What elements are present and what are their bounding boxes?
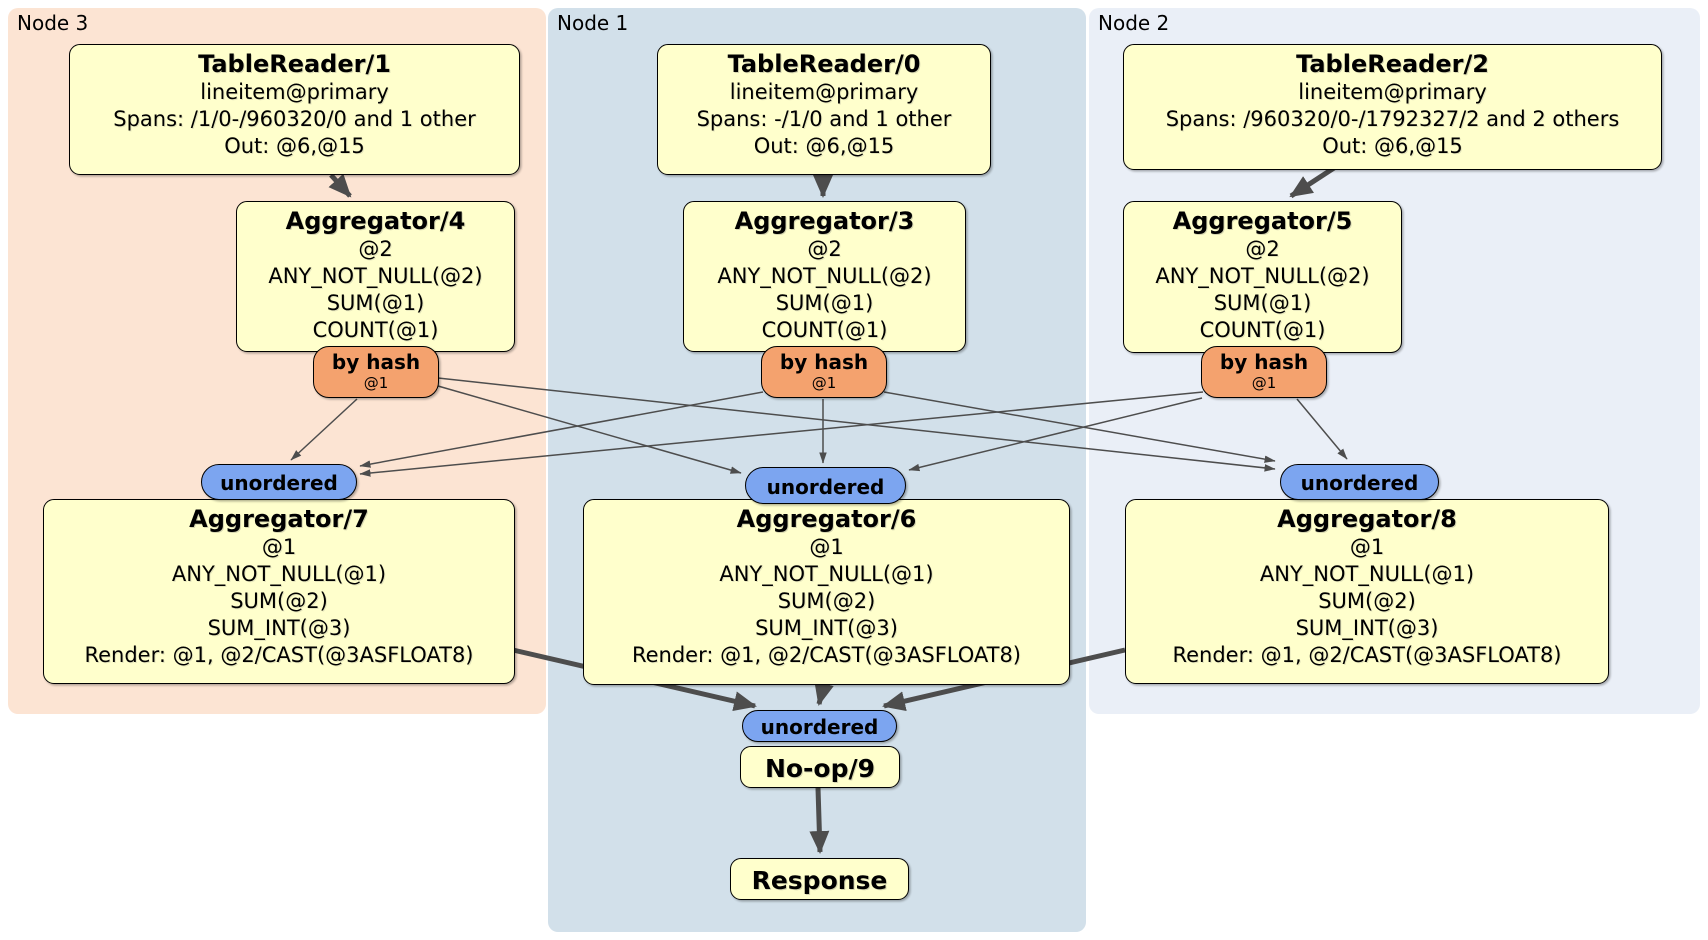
processor-title: Aggregator/7 bbox=[189, 505, 369, 533]
processor-line: Render: @1, @2/CAST(@3ASFLOAT8) bbox=[1172, 643, 1562, 667]
edge-noop-response bbox=[809, 787, 830, 854]
processor-title: Aggregator/8 bbox=[1277, 505, 1457, 533]
sync-unordered-agg6: unordered bbox=[745, 467, 906, 504]
edge-agg6-un9 bbox=[814, 681, 834, 706]
sync-unordered-agg7: unordered bbox=[201, 464, 357, 500]
processor-line: COUNT(@1) bbox=[1199, 318, 1326, 342]
processor-aggregator-7: Aggregator/7 @1 ANY_NOT_NULL(@1) SUM(@2)… bbox=[43, 499, 515, 684]
processor-line: SUM(@1) bbox=[1213, 291, 1312, 315]
processor-line: COUNT(@1) bbox=[312, 318, 439, 342]
processor-line: @2 bbox=[358, 237, 393, 261]
processor-title: TableReader/0 bbox=[727, 50, 921, 78]
edge-tr1-agg4 bbox=[328, 173, 352, 198]
processor-line: SUM_INT(@3) bbox=[755, 616, 898, 640]
region-node3-label: Node 3 bbox=[17, 11, 89, 35]
processor-line: SUM(@1) bbox=[326, 291, 425, 315]
router-label: by hash bbox=[331, 350, 421, 374]
router-label: by hash bbox=[779, 350, 869, 374]
processor-line: ANY_NOT_NULL(@2) bbox=[1155, 264, 1370, 288]
processor-table: lineitem@primary bbox=[1298, 80, 1487, 104]
processor-aggregator-8: Aggregator/8 @1 ANY_NOT_NULL(@1) SUM(@2)… bbox=[1125, 499, 1609, 684]
processor-line: ANY_NOT_NULL(@1) bbox=[1259, 562, 1475, 586]
edge-byhash3-un6 bbox=[437, 385, 742, 474]
router-by-hash-node2: by hash @1 bbox=[1201, 346, 1327, 398]
processor-tablereader-2: TableReader/2 lineitem@primary Spans: /9… bbox=[1123, 44, 1662, 170]
processor-line: SUM(@2) bbox=[230, 589, 328, 613]
processor-line: SUM(@1) bbox=[775, 291, 874, 315]
processor-spans: Spans: /960320/0-/1792327/2 and 2 others bbox=[1165, 107, 1620, 131]
processor-line: ANY_NOT_NULL(@1) bbox=[171, 562, 387, 586]
sync-unordered-agg8: unordered bbox=[1280, 464, 1439, 500]
processor-aggregator-6: Aggregator/6 @1 ANY_NOT_NULL(@1) SUM(@2)… bbox=[583, 499, 1070, 685]
edge-byhash1-un7 bbox=[359, 391, 764, 468]
edge-byhash3-un8 bbox=[437, 377, 1276, 472]
processor-line: COUNT(@1) bbox=[761, 318, 888, 342]
edge-byhash2-un6 bbox=[908, 397, 1203, 472]
processor-title: Response bbox=[751, 866, 888, 895]
processor-line: @1 bbox=[809, 535, 844, 559]
processor-table: lineitem@primary bbox=[200, 80, 389, 104]
processor-title: TableReader/1 bbox=[198, 50, 391, 78]
edge-tr2-agg5 bbox=[1289, 163, 1339, 199]
processor-table: lineitem@primary bbox=[729, 80, 919, 104]
processor-line: @2 bbox=[1245, 237, 1280, 261]
region-node1-label: Node 1 bbox=[557, 11, 629, 35]
processor-line: ANY_NOT_NULL(@2) bbox=[717, 264, 932, 288]
processor-aggregator-4: Aggregator/4 @2 ANY_NOT_NULL(@2) SUM(@1)… bbox=[236, 201, 515, 352]
edge-byhash2-un7 bbox=[359, 391, 1204, 477]
router-key: @1 bbox=[363, 374, 389, 392]
processor-line: SUM_INT(@3) bbox=[1295, 616, 1439, 640]
processor-title: TableReader/2 bbox=[1296, 50, 1489, 78]
processor-title: No-op/9 bbox=[764, 754, 876, 783]
processor-response: Response bbox=[730, 858, 909, 900]
processor-line: Render: @1, @2/CAST(@3ASFLOAT8) bbox=[84, 643, 474, 667]
router-key: @1 bbox=[811, 374, 837, 392]
edge-byhash2-un8 bbox=[1296, 398, 1348, 460]
processor-spans: Spans: /1/0-/960320/0 and 1 other bbox=[113, 107, 476, 131]
processor-line: SUM(@2) bbox=[1318, 589, 1416, 613]
processor-out: Out: @6,@15 bbox=[753, 134, 895, 158]
processor-aggregator-3: Aggregator/3 @2 ANY_NOT_NULL(@2) SUM(@1)… bbox=[683, 201, 966, 352]
region-node2-label: Node 2 bbox=[1098, 11, 1170, 35]
processor-title: Aggregator/5 bbox=[1172, 207, 1353, 235]
processor-noop-9: No-op/9 bbox=[740, 746, 900, 788]
processor-tablereader-0: TableReader/0 lineitem@primary Spans: -/… bbox=[657, 44, 991, 175]
processor-line: ANY_NOT_NULL(@1) bbox=[719, 562, 934, 586]
processor-line: Render: @1, @2/CAST(@3ASFLOAT8) bbox=[631, 643, 1022, 667]
processor-out: Out: @6,@15 bbox=[224, 134, 365, 158]
processor-title: Aggregator/4 bbox=[285, 207, 466, 235]
router-key: @1 bbox=[1251, 374, 1277, 392]
processor-title: Aggregator/3 bbox=[734, 207, 915, 235]
processor-line: @1 bbox=[1349, 535, 1385, 559]
processor-out: Out: @6,@15 bbox=[1322, 134, 1463, 158]
router-by-hash-node3: by hash @1 bbox=[313, 346, 439, 398]
router-label: by hash bbox=[1219, 350, 1309, 374]
sync-unordered-noop: unordered bbox=[742, 710, 897, 742]
edge-byhash3-un7 bbox=[290, 398, 358, 461]
processor-line: @1 bbox=[261, 535, 297, 559]
processor-aggregator-5: Aggregator/5 @2 ANY_NOT_NULL(@2) SUM(@1)… bbox=[1123, 201, 1402, 353]
processor-line: ANY_NOT_NULL(@2) bbox=[268, 264, 483, 288]
processor-tablereader-1: TableReader/1 lineitem@primary Spans: /1… bbox=[69, 44, 520, 175]
router-by-hash-node1: by hash @1 bbox=[761, 346, 887, 398]
processor-line: SUM(@2) bbox=[777, 589, 876, 613]
processor-line: SUM_INT(@3) bbox=[207, 616, 351, 640]
edge-byhash1-un8 bbox=[883, 391, 1276, 463]
processor-line: @2 bbox=[807, 237, 842, 261]
processor-title: Aggregator/6 bbox=[736, 505, 917, 533]
processor-spans: Spans: -/1/0 and 1 other bbox=[696, 107, 952, 131]
